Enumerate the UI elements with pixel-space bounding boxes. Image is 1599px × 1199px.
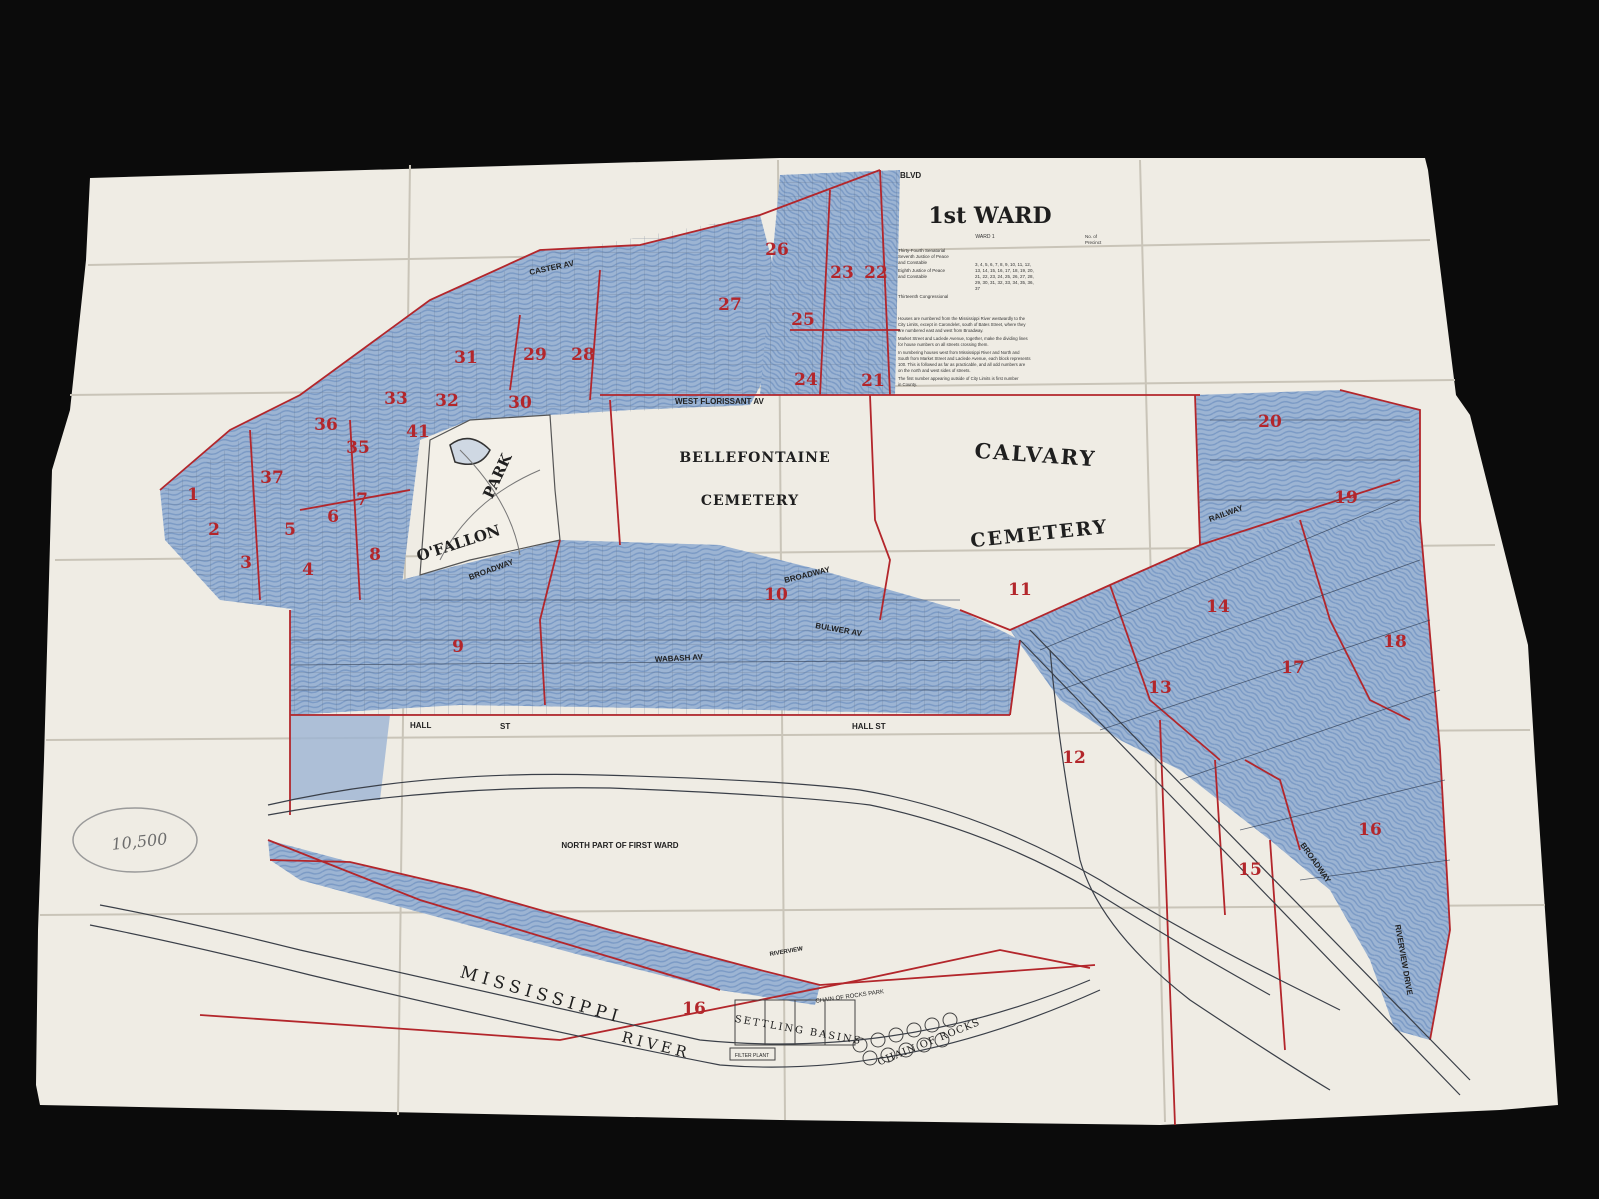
street-grid: [165, 170, 1020, 715]
street-label: HALL: [410, 721, 431, 730]
bellefontaine-cemetery-label: CEMETERY: [701, 493, 799, 509]
precinct-list-line: 29, 30, 31, 32, 33, 34, 35, 36,: [975, 280, 1034, 285]
precinct-list-line: 37: [975, 286, 981, 291]
legend-note: In numbering houses west from Mississipp…: [898, 350, 1020, 355]
precinct-list-line: 13, 14, 15, 16, 17, 18, 19, 20,: [975, 268, 1034, 273]
park-lake: [449, 437, 491, 465]
precinct-number: 31: [454, 348, 478, 368]
precinct-number: 36: [314, 415, 338, 435]
precinct-number: 19: [1334, 488, 1358, 508]
settling-basins-box: [729, 999, 856, 1061]
title-block: 1st WARD WARD 1 No. of Precinct Thirty-F…: [898, 203, 1102, 387]
precinct-number: 16: [682, 999, 706, 1019]
precinct-number: 3: [240, 553, 252, 573]
legend-note: Houses are numbered from the Mississippi…: [898, 316, 1026, 321]
filter-plant-label: FILTER PLANT: [735, 1053, 769, 1059]
precinct-number: 32: [435, 391, 459, 411]
legend-row: Thirteenth Congressional: [898, 294, 948, 299]
legend-note: City Limits, except in Carondelet, south…: [898, 322, 1026, 327]
legend-note: 100. This is followed as far as practica…: [898, 362, 1026, 367]
legend-row: Eighth Justice of Peace: [898, 268, 946, 273]
precinct-number: 18: [1383, 632, 1407, 652]
precinct-number: 14: [1206, 597, 1230, 617]
legend-col-head-1: No. of: [1085, 234, 1098, 239]
pencil-note-oval: [72, 807, 198, 873]
legend-note: Market Street and Laclede Avenue, togeth…: [898, 336, 1028, 341]
precinct-number: 21: [861, 371, 885, 391]
legend-col-head-2: Precinct: [1085, 240, 1102, 245]
legend-note: for house numbers on all streets crossin…: [898, 342, 989, 347]
precinct-number: 35: [346, 438, 370, 458]
street-label: BLVD: [900, 171, 921, 180]
precinct-number: 13: [1148, 678, 1172, 698]
blocks: [289, 419, 1451, 881]
ward-boundaries: [159, 169, 1451, 1126]
precinct-number: 25: [791, 310, 815, 330]
legend-note: The first number appearing outside of Ci…: [898, 376, 1019, 381]
precinct-number: 28: [571, 345, 595, 365]
street-label: HALL ST: [852, 722, 886, 731]
precinct-number: 24: [794, 370, 818, 390]
legend-row: and Constable: [898, 260, 928, 265]
precinct-number: 17: [1281, 658, 1305, 678]
precinct-number: 5: [284, 520, 296, 540]
precinct-number: 26: [765, 240, 789, 260]
precinct-number: 23: [830, 263, 854, 283]
legend-note: in County.: [898, 382, 917, 387]
precinct-number: 33: [384, 389, 408, 409]
legend-note: South from Market Street and Laclede Ave…: [898, 356, 1031, 361]
street-label: RIVERVIEW: [769, 946, 803, 958]
precinct-number: 11: [1008, 580, 1032, 600]
precinct-number: 10: [764, 585, 788, 605]
precinct-number: 15: [1238, 860, 1262, 880]
map-title: 1st WARD: [928, 203, 1051, 229]
legend-row: Thirty-Fourth Senatorial: [898, 248, 945, 253]
precinct-number: 12: [1062, 748, 1086, 768]
legend-note: on the north and west sides of streets.: [898, 368, 971, 373]
precinct-number: 2: [208, 520, 220, 540]
precinct-number: 37: [260, 468, 284, 488]
bellefontaine-label: BELLEFONTAINE: [679, 450, 830, 466]
precinct-number: 7: [356, 490, 368, 510]
legend-note: are numbered east and west from Broadway…: [898, 328, 983, 333]
precinct-list-line: 21, 22, 23, 24, 25, 26, 27, 28,: [975, 274, 1034, 279]
precinct-number: 30: [508, 393, 532, 413]
precinct-number: 27: [718, 295, 742, 315]
precinct-number: 20: [1258, 412, 1282, 432]
precinct-number: 41: [406, 422, 430, 442]
river-banks: [89, 629, 1471, 1096]
precinct-number: 6: [327, 507, 339, 527]
street-label: ST: [500, 722, 510, 731]
legend-row: and Constable: [898, 274, 928, 279]
precinct-number: 4: [302, 560, 314, 580]
legend-row: Seventh Justice of Peace: [898, 254, 949, 259]
street-label: WABASH AV: [655, 652, 704, 664]
precinct-list-line: 3, 4, 5, 6, 7, 8, 9, 10, 11, 12,: [975, 262, 1031, 267]
precinct-number: 22: [864, 263, 888, 283]
legend-table-heading: WARD 1: [975, 234, 994, 240]
precinct-number: 29: [523, 345, 547, 365]
precinct-number: 1: [187, 485, 199, 505]
street-label: WEST FLORISSANT AV: [675, 397, 765, 406]
precinct-number: 16: [1358, 820, 1382, 840]
precinct-number: 8: [369, 545, 381, 565]
north-part-label: NORTH PART OF FIRST WARD: [561, 841, 678, 850]
chain-of-rocks-rocks: [852, 1012, 958, 1066]
precinct-number: 9: [452, 637, 464, 657]
